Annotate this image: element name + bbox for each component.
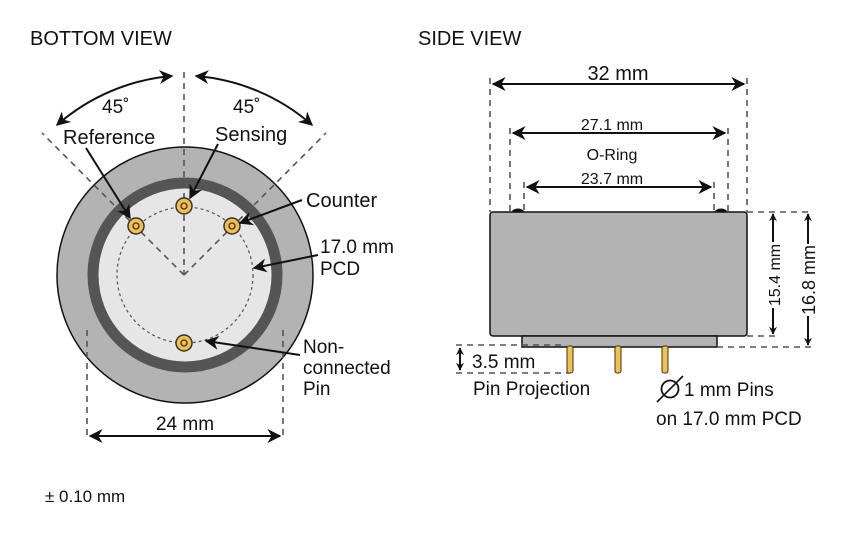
diameter-symbol-icon (656, 375, 684, 403)
pins-label-1: 1 mm Pins (684, 380, 774, 401)
side-view-title: SIDE VIEW (418, 28, 521, 50)
tolerance-note: ± 0.10 mm (45, 487, 125, 506)
base-plate (521, 335, 718, 348)
nc-label-1: Non- (303, 337, 344, 358)
side-view: 32 mm 27.1 mm O-Ring 23.7 mm 15.4 mm 16.… (456, 63, 819, 430)
pin-counter (223, 217, 241, 235)
nc-label-2: connected (303, 358, 391, 379)
nc-label-3: Pin (303, 379, 330, 400)
angle-arc-left (55, 70, 174, 126)
oring-label: O-Ring (587, 147, 638, 164)
reference-label: Reference (63, 127, 155, 149)
pin-projection-value: 3.5 mm (472, 352, 535, 373)
bottom-view: 45˚ 45˚ Reference Sensing Counter 17.0 m… (41, 70, 394, 443)
angle-right-label: 45˚ (233, 97, 260, 118)
width-label: 32 mm (587, 63, 648, 85)
pins-label-2: on 17.0 mm PCD (656, 409, 802, 430)
pin-projection-label: Pin Projection (473, 379, 590, 400)
sensor-body-side (489, 211, 748, 337)
pin-sensing (175, 197, 193, 215)
sensing-label: Sensing (215, 124, 287, 146)
angle-arc-right (194, 70, 314, 126)
oring-inner-label: 23.7 mm (581, 171, 643, 188)
angle-left-label: 45˚ (102, 97, 129, 118)
oring-outer-label: 27.1 mm (581, 117, 643, 134)
right-45-line (183, 132, 327, 276)
pin-non-connected (175, 334, 193, 352)
side-pins (566, 345, 669, 374)
total-height-label: 16.8 mm (799, 245, 819, 315)
body-height-label: 15.4 mm (767, 244, 784, 306)
left-45-line (41, 132, 185, 276)
pin-reference (127, 217, 145, 235)
pcd-label-1: 17.0 mm (320, 237, 394, 258)
pcd-label-2: PCD (320, 259, 360, 280)
counter-label: Counter (306, 190, 377, 212)
diameter-label: 24 mm (156, 414, 214, 435)
bottom-view-title: BOTTOM VIEW (30, 28, 172, 50)
